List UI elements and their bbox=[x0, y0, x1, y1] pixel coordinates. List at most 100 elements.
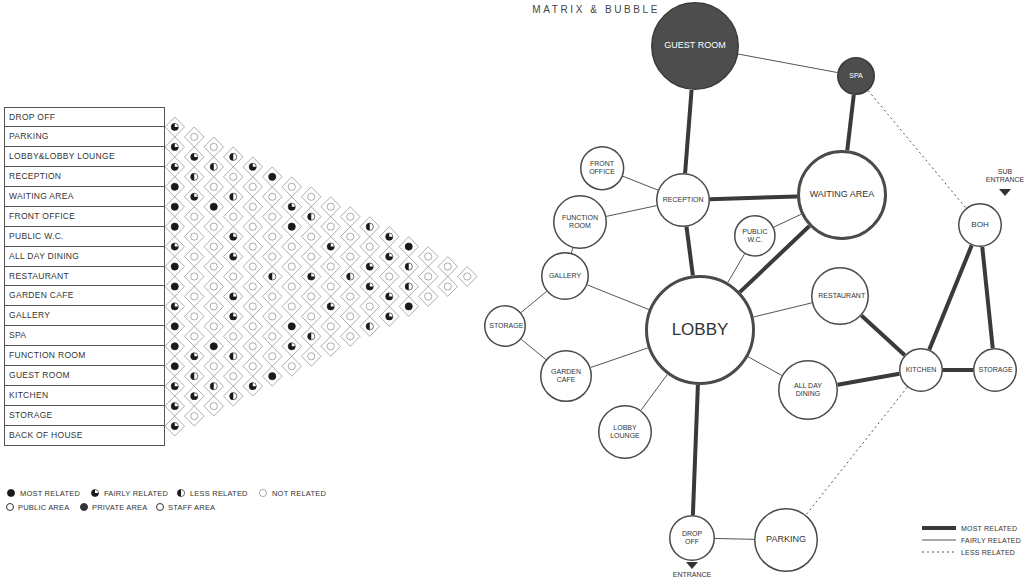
bubble-label: GARDEN CAFE bbox=[547, 368, 586, 383]
matrix-cell bbox=[224, 267, 244, 287]
relation-symbol-fill bbox=[405, 263, 409, 270]
relation-symbol bbox=[210, 403, 217, 410]
relation-symbol bbox=[230, 173, 237, 180]
relation-symbol-fill bbox=[230, 313, 237, 320]
matrix-cell bbox=[224, 187, 244, 207]
matrix-cell bbox=[204, 237, 224, 257]
relation-symbol bbox=[191, 273, 198, 280]
relation-symbol-fill bbox=[230, 393, 234, 400]
relation-symbol bbox=[230, 233, 237, 240]
bubble-circle bbox=[670, 516, 715, 561]
matrix-cell bbox=[341, 207, 361, 227]
relation-symbol bbox=[269, 173, 276, 180]
matrix-cell bbox=[282, 237, 302, 257]
legend-line bbox=[922, 552, 956, 553]
legend-text: FAIRLY RELATED bbox=[104, 489, 168, 498]
bubble-circle bbox=[900, 349, 943, 392]
relation-symbol-fill bbox=[308, 333, 312, 340]
relation-symbol-fill bbox=[230, 193, 234, 200]
bubble-text-box: FUNCTION ROOM bbox=[560, 214, 601, 229]
relation-symbol bbox=[230, 353, 237, 360]
legend-line bbox=[922, 526, 956, 530]
relation-symbol-fill bbox=[308, 273, 315, 280]
legend-symbol bbox=[258, 488, 268, 498]
bubble-node: FRONT OFFICE bbox=[580, 146, 624, 190]
matrix-row-label: RESTAURANT bbox=[4, 267, 165, 287]
relation-symbol bbox=[210, 183, 217, 190]
matrix-cell bbox=[185, 207, 205, 227]
relation-symbol bbox=[425, 253, 432, 260]
matrix-cell bbox=[185, 366, 205, 386]
matrix-cell bbox=[204, 277, 224, 297]
bubble-label: WAITING AREA bbox=[810, 190, 875, 200]
matrix-cell bbox=[243, 257, 263, 277]
matrix-cell bbox=[185, 187, 205, 207]
legend-entry: FAIRLY RELATED bbox=[90, 488, 168, 498]
matrix-cell bbox=[399, 237, 419, 257]
matrix-cell bbox=[204, 177, 224, 197]
relation-symbol bbox=[288, 283, 295, 290]
matrix-cell bbox=[399, 257, 419, 277]
relation-symbol-fill bbox=[230, 253, 237, 260]
relation-symbol bbox=[230, 153, 237, 160]
bubble-circle bbox=[779, 361, 838, 420]
legend-text: LESS RELATED bbox=[190, 489, 248, 498]
relation-symbol bbox=[288, 183, 295, 190]
relation-symbol bbox=[347, 233, 354, 240]
relation-symbol bbox=[171, 422, 178, 429]
matrix-cell bbox=[321, 336, 341, 356]
legend-text: MOST RELATED bbox=[961, 525, 1017, 532]
bubble-circle bbox=[542, 253, 589, 300]
relation-line bbox=[861, 316, 904, 356]
matrix-cell bbox=[165, 296, 185, 316]
matrix-cell bbox=[380, 247, 400, 267]
relation-line bbox=[641, 374, 667, 410]
legend-text: STAFF AREA bbox=[168, 503, 215, 512]
bubble-node: LOBBY bbox=[645, 275, 755, 385]
relation-symbol bbox=[230, 213, 237, 220]
matrix-cell bbox=[165, 217, 185, 237]
matrix-row-label: FUNCTION ROOM bbox=[4, 346, 165, 366]
bubble-label: KITCHEN bbox=[906, 366, 937, 374]
bubble-node: GALLERY bbox=[541, 252, 589, 300]
relation-symbol bbox=[347, 253, 354, 260]
bubble-node: PARKING bbox=[754, 508, 818, 572]
bubble-node: STORAGE bbox=[484, 305, 526, 347]
matrix-row-label: FRONT OFFICE bbox=[4, 207, 165, 227]
bubble-circle bbox=[799, 152, 886, 239]
matrix-cell bbox=[263, 366, 283, 386]
relation-symbol bbox=[230, 373, 237, 380]
matrix-cell bbox=[185, 267, 205, 287]
relation-symbol bbox=[327, 203, 334, 210]
legend-entry: LESS RELATED bbox=[922, 547, 1015, 557]
matrix-cell bbox=[302, 267, 322, 287]
relation-symbol bbox=[269, 373, 276, 380]
bubble-label: PUBLIC W.C. bbox=[740, 228, 770, 243]
relation-symbol-fill bbox=[269, 273, 273, 280]
relation-symbol-fill bbox=[171, 143, 178, 150]
matrix-cell bbox=[263, 267, 283, 287]
matrix-cell bbox=[204, 376, 224, 396]
bubble-text-box: LOBBY LOUNGE bbox=[605, 424, 646, 439]
bubble-node: BOH bbox=[958, 203, 1002, 247]
relation-line bbox=[521, 291, 546, 312]
legend-entry: PUBLIC AREA bbox=[6, 502, 69, 512]
relation-symbol bbox=[249, 303, 256, 310]
matrix-cell bbox=[263, 247, 283, 267]
relation-symbol bbox=[171, 323, 178, 330]
relation-symbol bbox=[171, 263, 178, 270]
matrix-cell bbox=[224, 207, 244, 227]
relation-symbol bbox=[171, 303, 178, 310]
legend-text: FAIRLY RELATED bbox=[961, 537, 1021, 544]
relation-line bbox=[685, 90, 691, 173]
relation-symbol bbox=[269, 193, 276, 200]
relation-symbol-fill bbox=[177, 489, 181, 496]
relation-line bbox=[687, 227, 693, 276]
relation-symbol bbox=[269, 333, 276, 340]
relation-symbol-fill bbox=[308, 213, 312, 220]
matrix-cell bbox=[282, 177, 302, 197]
matrix-row-label: DROP OFF bbox=[4, 107, 165, 127]
matrix-cell bbox=[321, 277, 341, 297]
relation-symbol bbox=[230, 313, 237, 320]
relation-symbol bbox=[210, 283, 217, 290]
